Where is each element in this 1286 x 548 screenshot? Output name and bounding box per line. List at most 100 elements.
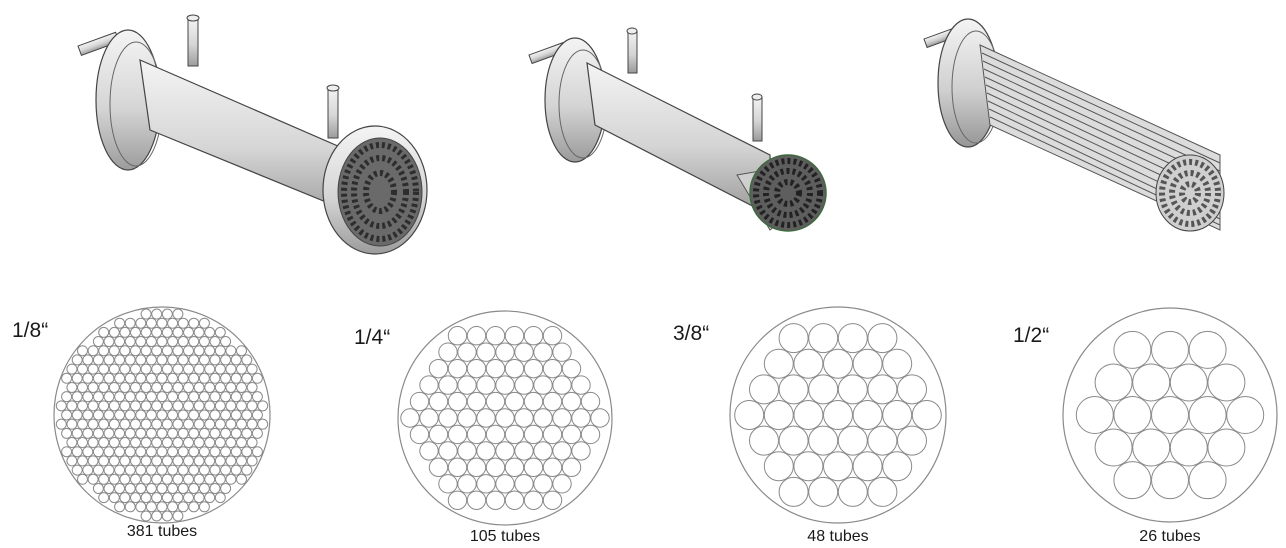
- tube-1-8: [135, 336, 147, 348]
- tube-1-8: [257, 418, 269, 430]
- tube-1-8: [87, 363, 99, 375]
- tube-1-8: [108, 363, 120, 375]
- tube-1-8: [161, 510, 173, 522]
- tube-1-8: [87, 418, 99, 430]
- tube-1-8: [92, 354, 104, 366]
- tube-1-8: [108, 455, 120, 467]
- tube-1-8: [172, 510, 184, 522]
- tube-1-8: [114, 354, 126, 366]
- tube-1-8: [251, 446, 263, 458]
- tube-1-8: [204, 455, 216, 467]
- tube-1-4: [466, 490, 487, 510]
- tube-1-4: [561, 358, 582, 379]
- tube-1-8: [220, 336, 232, 348]
- tube-1-4: [533, 474, 553, 494]
- tube-1-8: [66, 437, 78, 449]
- tube-1-4: [495, 375, 515, 395]
- tube-1-8: [130, 455, 141, 467]
- tube-1-8: [130, 473, 141, 485]
- tube-1-8: [87, 437, 99, 449]
- tube-1-8: [167, 336, 179, 348]
- tube-1-4: [561, 391, 582, 412]
- tube-1-8: [108, 345, 120, 357]
- tube-1-8: [198, 446, 210, 458]
- tube-1-8: [92, 336, 104, 348]
- tube-1-2: [1132, 428, 1171, 467]
- tube-1-8: [71, 372, 83, 384]
- tube-1-8: [172, 473, 184, 485]
- tube-count-3-8: 48 tubes: [807, 528, 869, 545]
- tube-1-8: [124, 409, 136, 421]
- tube-1-8: [119, 437, 131, 449]
- tube-3-8: [837, 323, 868, 354]
- tube-1-8: [214, 455, 226, 467]
- tube-1-8: [87, 455, 99, 467]
- tube-1-8: [225, 400, 237, 412]
- tube-1-2: [1113, 461, 1152, 500]
- tube-1-8: [236, 345, 247, 357]
- tube-1-8: [103, 354, 115, 366]
- tube-1-8: [87, 345, 99, 357]
- tube-1-8: [246, 363, 258, 375]
- tube-1-8: [177, 501, 189, 513]
- tube-1-4: [485, 490, 506, 510]
- tube-1-4: [457, 441, 477, 461]
- tube-3-8: [852, 348, 883, 379]
- tube-1-8: [66, 363, 78, 375]
- tube-1-4: [485, 358, 506, 379]
- tube-1-8: [225, 473, 237, 485]
- tube-3-8: [867, 374, 898, 405]
- shell-outline-1-4: [397, 310, 613, 526]
- tube-1-8: [98, 363, 110, 375]
- tube-1-8: [193, 455, 205, 467]
- tube-1-8: [230, 354, 242, 366]
- tube-1-8: [135, 409, 147, 421]
- tube-1-8: [193, 418, 205, 430]
- tube-1-4: [447, 391, 468, 412]
- tube-1-4: [523, 326, 544, 346]
- tube-1-8: [130, 381, 141, 393]
- tube-1-8: [193, 363, 205, 375]
- tube-1-4: [523, 391, 544, 412]
- tube-1-2: [1169, 363, 1208, 402]
- tube-1-8: [241, 427, 253, 439]
- tube-1-4: [552, 474, 572, 494]
- tube-1-4: [580, 424, 601, 445]
- tube-3-8: [808, 374, 839, 405]
- tube-1-8: [103, 446, 115, 458]
- tube-1-8: [108, 473, 120, 485]
- tube-1-8: [145, 372, 157, 384]
- tube-1-8: [167, 446, 179, 458]
- tube-1-8: [77, 473, 88, 485]
- tube-1-8: [209, 372, 221, 384]
- tube-1-8: [119, 492, 131, 504]
- tube-1-8: [214, 418, 226, 430]
- tube-1-8: [156, 372, 168, 384]
- tube-1-8: [204, 473, 216, 485]
- tube-1-8: [77, 363, 88, 375]
- tube-1-8: [103, 409, 115, 421]
- tube-1-8: [188, 391, 200, 403]
- tube-1-8: [82, 427, 94, 439]
- tube-1-8: [167, 354, 179, 366]
- tube-1-8: [151, 345, 163, 357]
- tube-1-8: [103, 372, 115, 384]
- tube-1-8: [130, 492, 141, 504]
- tube-1-8: [114, 464, 126, 476]
- tube-1-8: [193, 381, 205, 393]
- tube-1-4: [428, 457, 449, 478]
- tube-1-8: [220, 446, 232, 458]
- tube-1-8: [145, 317, 157, 329]
- tube-1-8: [161, 326, 173, 338]
- tube-1-8: [114, 446, 126, 458]
- tube-1-4: [542, 391, 563, 412]
- tube-1-8: [71, 391, 83, 403]
- tube-1-4: [438, 408, 458, 428]
- tube-1-8: [214, 363, 226, 375]
- tube-3-8: [837, 425, 868, 456]
- tube-1-8: [92, 427, 104, 439]
- tube-1-8: [77, 455, 88, 467]
- tube-1-8: [108, 326, 120, 338]
- tube-1-4: [466, 424, 487, 445]
- tube-1-8: [236, 418, 247, 430]
